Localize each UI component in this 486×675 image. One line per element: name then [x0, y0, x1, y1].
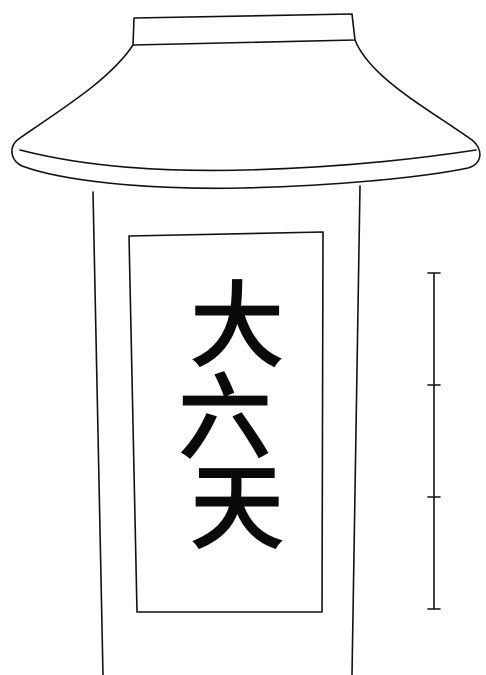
inscription-characters: 大 六 天	[179, 272, 283, 562]
inscription-character-3: 天	[191, 454, 283, 562]
inscription-character-1: 大	[191, 272, 283, 380]
inscription-character-2: 六	[179, 364, 271, 472]
inscription-panel	[128, 231, 324, 613]
pillar	[92, 185, 361, 675]
roof-cap	[132, 13, 356, 46]
scale-bar	[427, 272, 441, 610]
roof	[11, 39, 481, 190]
